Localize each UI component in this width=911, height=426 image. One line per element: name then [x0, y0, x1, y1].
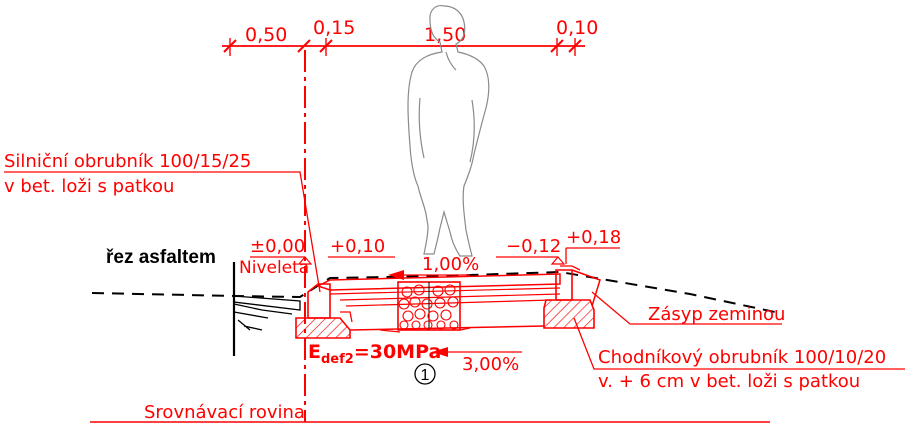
- level-plus010: +0,10: [330, 236, 385, 257]
- level-minus012-marker: [550, 256, 566, 265]
- path-kerb-leader: [573, 317, 905, 370]
- level-minus012: −0,12: [506, 236, 561, 257]
- dimension-text-d2: 0,15: [313, 17, 355, 39]
- backfill-label: Zásyp zeminou: [648, 304, 785, 325]
- road-kerb-leader: [4, 171, 321, 293]
- path-kerb: [543, 265, 601, 329]
- pedestrian-figure: [407, 5, 490, 257]
- dimension-text-d4: 0,10: [556, 17, 598, 39]
- road-kerb: [295, 283, 353, 339]
- dimension-text-d3: 1,50: [424, 24, 466, 46]
- path-kerb-label-line2: v. + 6 cm v bet. loži s patkou: [598, 371, 860, 392]
- asphalt-cut: [232, 262, 301, 356]
- slope-bottom-value: 3,00%: [462, 354, 519, 375]
- gravel-drain: [397, 281, 461, 331]
- asphalt-cut-label: řez asfaltem: [106, 247, 216, 268]
- dimension-tick: [568, 39, 582, 53]
- dimension-chain: 0,50 0,15 1,50 0,10: [222, 17, 598, 56]
- marker-circle: [414, 363, 436, 385]
- road-kerb-label-line2: v bet. loži s patkou: [4, 176, 174, 197]
- level-plus018: +0,18: [566, 227, 621, 248]
- slope-top-value: 1,00%: [422, 254, 479, 275]
- dimension-text-d1: 0,50: [245, 24, 287, 46]
- marker-number: 1: [421, 367, 430, 384]
- dimension-tick: [223, 39, 237, 53]
- level-zero-marker: [297, 256, 313, 265]
- terrain-dashed-line: [91, 270, 776, 313]
- dimension-tick: [297, 39, 311, 53]
- dimension-tick: [319, 39, 333, 53]
- niveleta-label: Niveleta: [239, 258, 309, 278]
- dimension-tick: [550, 39, 564, 53]
- road-kerb-label-line1: Silniční obrubník 100/15/25: [4, 151, 251, 172]
- reference-plane-label: Srovnávací rovina: [144, 402, 305, 423]
- level-zero: ±0,00: [250, 236, 305, 257]
- edef-label: Edef2=30MPa: [308, 341, 441, 367]
- slope-top-arrowhead: [388, 270, 404, 280]
- backfill-leader: [591, 291, 782, 325]
- path-kerb-label-line1: Chodníkový obrubník 100/10/20: [598, 347, 886, 368]
- slope-bottom-arrowhead: [432, 347, 448, 357]
